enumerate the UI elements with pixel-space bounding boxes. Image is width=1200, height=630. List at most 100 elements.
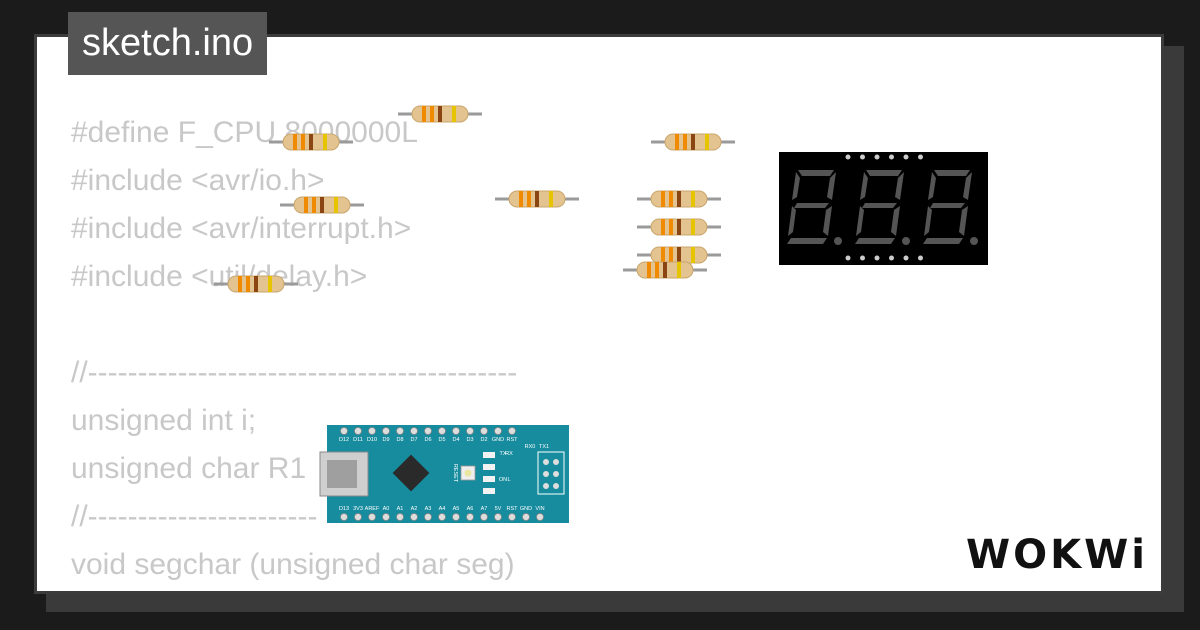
segment-dp — [834, 237, 842, 245]
code-line: unsigned int i; — [71, 404, 257, 437]
code-line: #include <avr/io.h> — [71, 164, 325, 197]
icsp-pin — [553, 483, 559, 489]
pin-label: A6 — [467, 506, 474, 512]
display-digit — [923, 170, 978, 245]
segment-b — [895, 172, 904, 200]
resistor-band — [268, 276, 272, 292]
pin-label: A2 — [411, 506, 418, 512]
wokwi-logo[interactable]: WOKWi — [966, 532, 1148, 578]
pin-label: A7 — [481, 506, 488, 512]
code-line: //----------------------- — [71, 500, 318, 533]
resistor-band — [254, 276, 258, 292]
pin-hole — [354, 427, 362, 435]
led-label: L — [507, 477, 510, 483]
pin-hole — [508, 427, 516, 435]
pin-hole — [480, 427, 488, 435]
pin-label: GND — [520, 506, 532, 512]
pin-label: D3 — [466, 437, 473, 443]
led-label: TX — [499, 451, 506, 457]
segment-b — [827, 172, 836, 200]
resistor[interactable] — [623, 261, 707, 279]
pin-label: D6 — [424, 437, 431, 443]
resistor[interactable] — [637, 218, 721, 236]
display-pin — [889, 154, 894, 160]
resistor-band — [549, 191, 553, 207]
resistor[interactable] — [651, 133, 735, 151]
display-pin — [845, 255, 851, 261]
pin-label: A5 — [453, 506, 460, 512]
display-pin — [903, 255, 909, 261]
resistor[interactable] — [214, 275, 298, 293]
pin-hole — [522, 513, 530, 521]
resistor-band — [669, 219, 673, 235]
resistor[interactable] — [495, 190, 579, 208]
resistor-band — [677, 262, 681, 278]
pin-hole — [382, 513, 390, 521]
display-digit — [787, 170, 842, 245]
pin-label: D4 — [452, 437, 459, 443]
resistor-band — [301, 134, 305, 150]
pin-hole — [494, 513, 502, 521]
resistor-band — [334, 197, 338, 213]
code-preview: #define F_CPU 8000000L#include <avr/io.h… — [71, 109, 517, 591]
pin-hole — [410, 427, 418, 435]
resistor[interactable] — [280, 196, 364, 214]
resistor-band — [661, 247, 665, 263]
resistor-band — [304, 197, 308, 213]
resistor[interactable] — [398, 105, 482, 123]
display-pin — [874, 154, 880, 160]
status-led — [483, 464, 495, 470]
display-pin — [860, 154, 865, 160]
resistor-band — [422, 106, 426, 122]
segment-g — [794, 203, 829, 208]
resistor-band — [238, 276, 242, 292]
resistor[interactable] — [637, 190, 721, 208]
resistor[interactable] — [269, 133, 353, 151]
reset-button-cap — [464, 469, 472, 477]
segment-c — [823, 206, 832, 236]
resistor-band — [309, 134, 313, 150]
icsp-header — [537, 451, 565, 495]
resistor-band — [312, 197, 316, 213]
pin-hole — [466, 427, 474, 435]
display-pin — [845, 154, 851, 160]
icsp-pin — [553, 471, 559, 477]
pin-hole — [424, 513, 432, 521]
segment-a — [798, 170, 834, 176]
pin-label: VIN — [535, 506, 544, 512]
segment-d — [787, 238, 827, 244]
resistor-band — [675, 134, 679, 150]
pin-label: RST — [507, 506, 519, 512]
resistor-band — [677, 219, 681, 235]
segment-f — [792, 172, 800, 200]
resistor-band — [293, 134, 297, 150]
pin-label: 5V — [495, 506, 502, 512]
segment-e — [788, 206, 796, 236]
microcontroller-chip — [392, 454, 430, 492]
resistor-band — [661, 219, 665, 235]
segment-a — [866, 170, 902, 176]
resistor-group — [214, 105, 735, 293]
resistor-band — [519, 191, 523, 207]
pin-label: A1 — [397, 506, 404, 512]
display-pin — [918, 154, 923, 160]
resistor-band — [691, 247, 695, 263]
resistor[interactable] — [637, 246, 721, 264]
pin-hole — [354, 513, 362, 521]
pin-hole — [438, 427, 446, 435]
resistor-band — [647, 262, 651, 278]
segment-c — [891, 206, 900, 236]
sketch-filename-tab[interactable]: sketch.ino — [68, 12, 268, 75]
segment-d — [923, 238, 963, 244]
pin-label: A3 — [425, 506, 432, 512]
resistor-band — [320, 197, 324, 213]
pin-label: D12 — [339, 437, 349, 443]
resistor-band — [430, 106, 434, 122]
resistor-band — [438, 106, 442, 122]
pin-hole — [340, 513, 348, 521]
resistor-band — [691, 134, 695, 150]
seven-segment-display[interactable] — [779, 152, 988, 265]
pin-hole — [424, 427, 432, 435]
